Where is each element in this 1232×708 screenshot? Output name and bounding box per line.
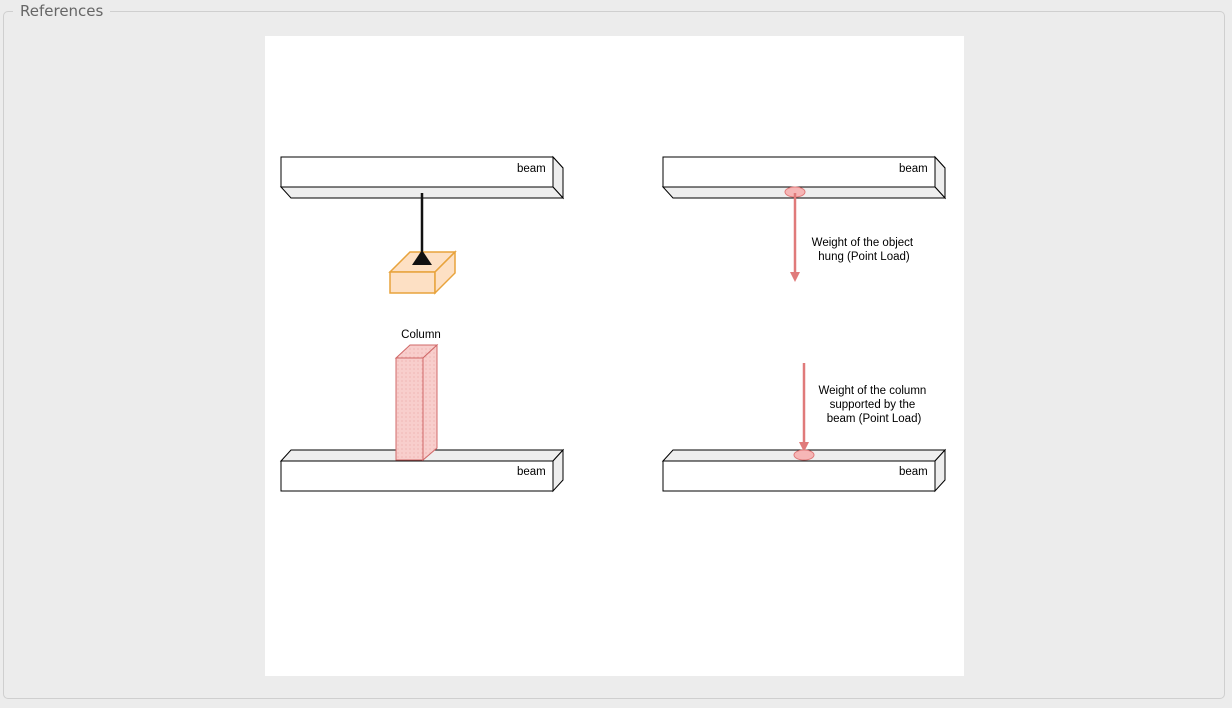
references-panel: [3, 11, 1225, 699]
point-load-diagram: beam beam Weight of the object hung (Poi…: [279, 155, 947, 493]
reference-image: beam beam Weight of the object hung (Poi…: [265, 36, 964, 676]
column-3d: [394, 343, 439, 462]
beam-label: beam: [899, 163, 928, 175]
point-load-hung-label: Weight of the object hung (Point Load): [812, 237, 917, 263]
beam-label: beam: [517, 163, 546, 175]
references-legend: References: [13, 1, 111, 21]
beam-label: beam: [899, 466, 928, 478]
hanging-box: [388, 250, 457, 295]
point-load-column-label: Weight of the column supported by the be…: [818, 385, 929, 425]
beam-label: beam: [517, 466, 546, 478]
beam-top-left: beam: [279, 155, 565, 200]
column-label: Column: [401, 329, 441, 341]
load-point-marker: [793, 449, 815, 461]
